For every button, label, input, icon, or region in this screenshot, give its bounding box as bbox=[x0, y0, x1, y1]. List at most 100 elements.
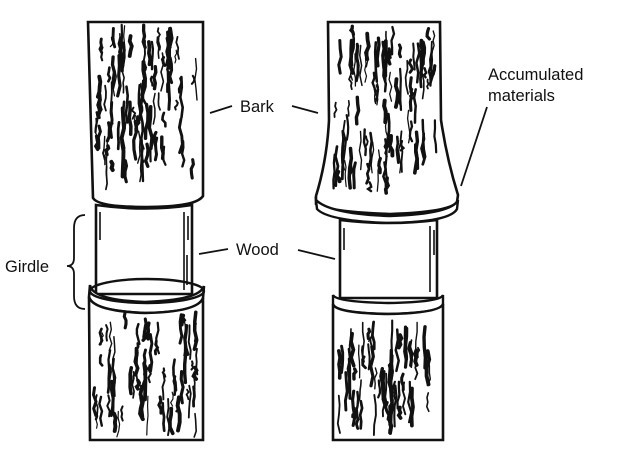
bark-streak bbox=[422, 325, 428, 370]
bark-streak bbox=[337, 349, 342, 380]
bark-streak bbox=[93, 134, 100, 152]
bark-streak bbox=[95, 412, 99, 429]
bark-streak bbox=[155, 321, 160, 355]
bark-streak bbox=[143, 102, 150, 140]
bark-streak bbox=[358, 379, 362, 401]
bark-streak bbox=[180, 140, 186, 168]
bark-streak bbox=[129, 370, 133, 395]
bark-streak bbox=[353, 53, 357, 87]
bark-streak bbox=[412, 88, 417, 124]
bark-streak bbox=[105, 324, 109, 342]
bark-streak bbox=[172, 375, 177, 396]
bark-streak bbox=[148, 333, 154, 373]
right-wood-shading bbox=[343, 226, 435, 292]
bark-streak bbox=[396, 405, 403, 420]
bark-streak bbox=[192, 310, 199, 351]
bark-streak bbox=[388, 386, 395, 426]
bark-streak bbox=[369, 334, 375, 350]
bark-streak bbox=[111, 371, 116, 414]
bark-streak bbox=[161, 111, 167, 128]
bark-streak bbox=[429, 40, 434, 80]
bark-streak bbox=[383, 142, 388, 158]
bark-streak bbox=[342, 119, 347, 163]
bark-streak bbox=[110, 55, 117, 89]
bark-streak bbox=[358, 130, 363, 171]
bark-streak bbox=[103, 84, 107, 112]
bark-streak bbox=[137, 130, 141, 164]
bark-streak bbox=[412, 42, 416, 71]
bark-streak bbox=[404, 59, 409, 95]
bark-streak bbox=[193, 412, 198, 438]
right-stem bbox=[314, 20, 460, 442]
annotations: Bark Accumulated materials Wood Girdle bbox=[5, 66, 583, 310]
bark-streak bbox=[111, 27, 117, 49]
wood-leader-right bbox=[297, 249, 336, 260]
bark-streak bbox=[94, 394, 99, 421]
bark-streak bbox=[174, 49, 178, 64]
bark-streak bbox=[419, 53, 423, 89]
right-wood bbox=[338, 218, 439, 300]
bark-streak bbox=[134, 115, 141, 131]
bark-streak bbox=[166, 398, 171, 437]
bark-streak bbox=[156, 27, 161, 42]
bark-streak bbox=[432, 30, 436, 51]
bark-streak bbox=[373, 367, 378, 390]
bark-streak bbox=[141, 144, 145, 163]
bark-streak bbox=[352, 367, 358, 381]
bark-streak bbox=[370, 320, 376, 351]
bark-streak bbox=[343, 371, 349, 412]
bark-streak bbox=[107, 349, 112, 389]
bark-streak bbox=[421, 40, 427, 66]
bark-streak bbox=[407, 341, 414, 367]
bark-streak bbox=[384, 30, 388, 49]
bark-streak bbox=[414, 355, 419, 380]
bark-streak bbox=[409, 386, 415, 428]
bark-streak bbox=[384, 372, 388, 406]
bark-streak bbox=[355, 42, 360, 74]
bark-streak bbox=[374, 84, 380, 103]
bark-streak bbox=[173, 99, 179, 111]
bark-streak bbox=[354, 95, 361, 126]
bark-streak bbox=[166, 70, 172, 111]
bark-streak bbox=[375, 36, 381, 68]
bark-streak bbox=[178, 75, 185, 119]
bark-streak bbox=[104, 144, 111, 157]
left-upper-bark bbox=[86, 20, 205, 209]
bark-streak bbox=[116, 54, 122, 98]
bark-streak bbox=[124, 85, 130, 124]
bark-streak bbox=[370, 141, 375, 174]
bark-streak bbox=[426, 359, 432, 387]
bark-leader-left bbox=[209, 105, 233, 114]
bark-streak bbox=[149, 75, 154, 87]
bark-streak bbox=[183, 319, 187, 357]
accumulated-leader bbox=[460, 106, 488, 187]
bark-streak bbox=[178, 313, 184, 345]
bark-streak bbox=[177, 117, 184, 155]
bark-streak bbox=[365, 135, 369, 148]
bark-streak bbox=[121, 100, 127, 133]
bark-streak bbox=[161, 367, 167, 378]
bark-streak bbox=[95, 74, 103, 99]
bark-streak bbox=[376, 149, 381, 192]
bark-streak bbox=[168, 406, 175, 436]
bark-streak bbox=[384, 138, 388, 178]
bark-streak bbox=[162, 145, 167, 166]
bark-streak bbox=[123, 159, 129, 184]
left-upper-bark-texture bbox=[93, 23, 198, 191]
bark-streak bbox=[395, 135, 400, 164]
bark-streak bbox=[384, 119, 389, 144]
bark-streak bbox=[190, 360, 195, 371]
bark-streak bbox=[399, 67, 403, 111]
bark-streak bbox=[390, 25, 396, 56]
bark-streak bbox=[345, 114, 350, 141]
bark-streak bbox=[367, 343, 371, 371]
bark-streak bbox=[146, 395, 149, 436]
bark-streak bbox=[161, 373, 166, 401]
bark-streak bbox=[416, 346, 421, 359]
bark-streak bbox=[433, 119, 438, 154]
bark-streak bbox=[371, 71, 377, 94]
bark-streak bbox=[388, 71, 393, 102]
bark-streak bbox=[382, 98, 388, 125]
bark-streak bbox=[347, 362, 352, 400]
